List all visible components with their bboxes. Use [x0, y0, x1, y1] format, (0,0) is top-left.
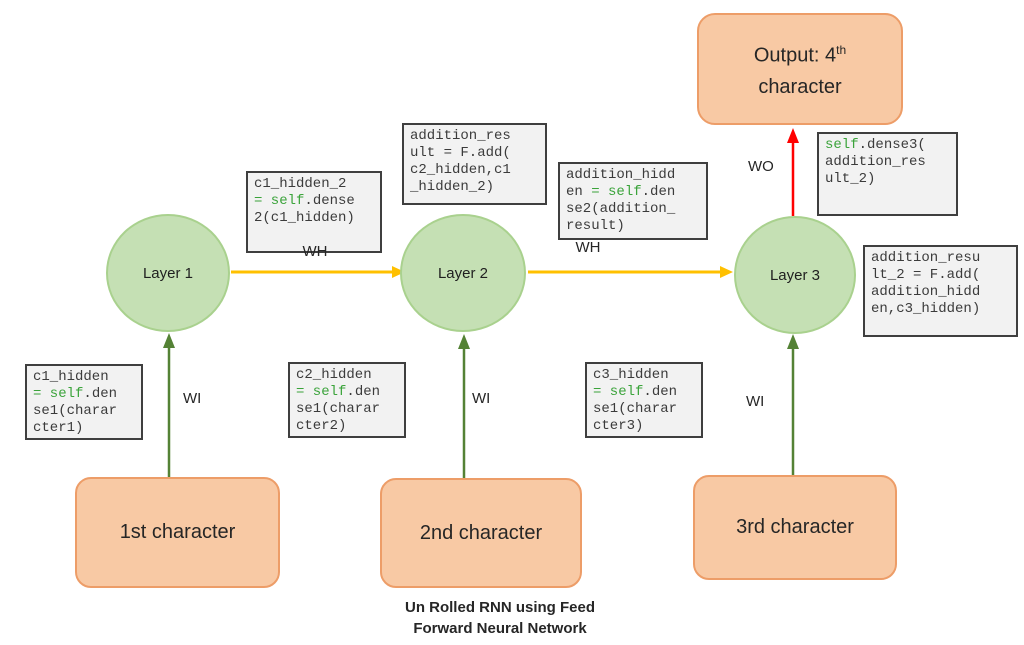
wi-label-3: WI [746, 393, 765, 410]
layer-2-label: Layer 2 [437, 264, 489, 282]
caption: Un Rolled RNN using Feed Forward Neural … [355, 597, 645, 639]
output-line-1: Output: 4th [753, 43, 847, 67]
wo-label: WO [748, 158, 774, 175]
layer-1-node: Layer 1 [106, 214, 230, 332]
output-superscript: th [836, 43, 847, 58]
layer-3-node: Layer 3 [734, 216, 856, 334]
wi-arrow-2-head [458, 334, 470, 349]
output-line-2: character [758, 75, 842, 98]
wi-label-2: WI [472, 390, 491, 407]
input-3-box: 3rd character [693, 475, 897, 580]
caption-line-2: Forward Neural Network [413, 620, 587, 637]
input-1-label: 1st character [119, 521, 236, 543]
caption-line-1: Un Rolled RNN using Feed [404, 599, 595, 616]
layer-2-node: Layer 2 [400, 214, 526, 332]
wi-label-1: WI [183, 390, 202, 407]
input-1-box: 1st character [75, 477, 280, 588]
input-2-box: 2nd character [380, 478, 582, 588]
wh-label-1: WH [302, 243, 328, 260]
input-2-label: 2nd character [419, 521, 543, 544]
output-box: Output: 4th character [697, 13, 903, 125]
layer-1-label: Layer 1 [142, 264, 194, 282]
wh-arrow-2-head [720, 266, 733, 278]
input-3-label: 3rd character [736, 516, 854, 538]
wh-label-2: WH [575, 239, 601, 256]
wi-arrow-3-head [787, 334, 799, 349]
wi-arrow-1-head [163, 333, 175, 348]
layer-3-label: Layer 3 [769, 266, 821, 284]
wo-arrow-head [787, 128, 799, 143]
